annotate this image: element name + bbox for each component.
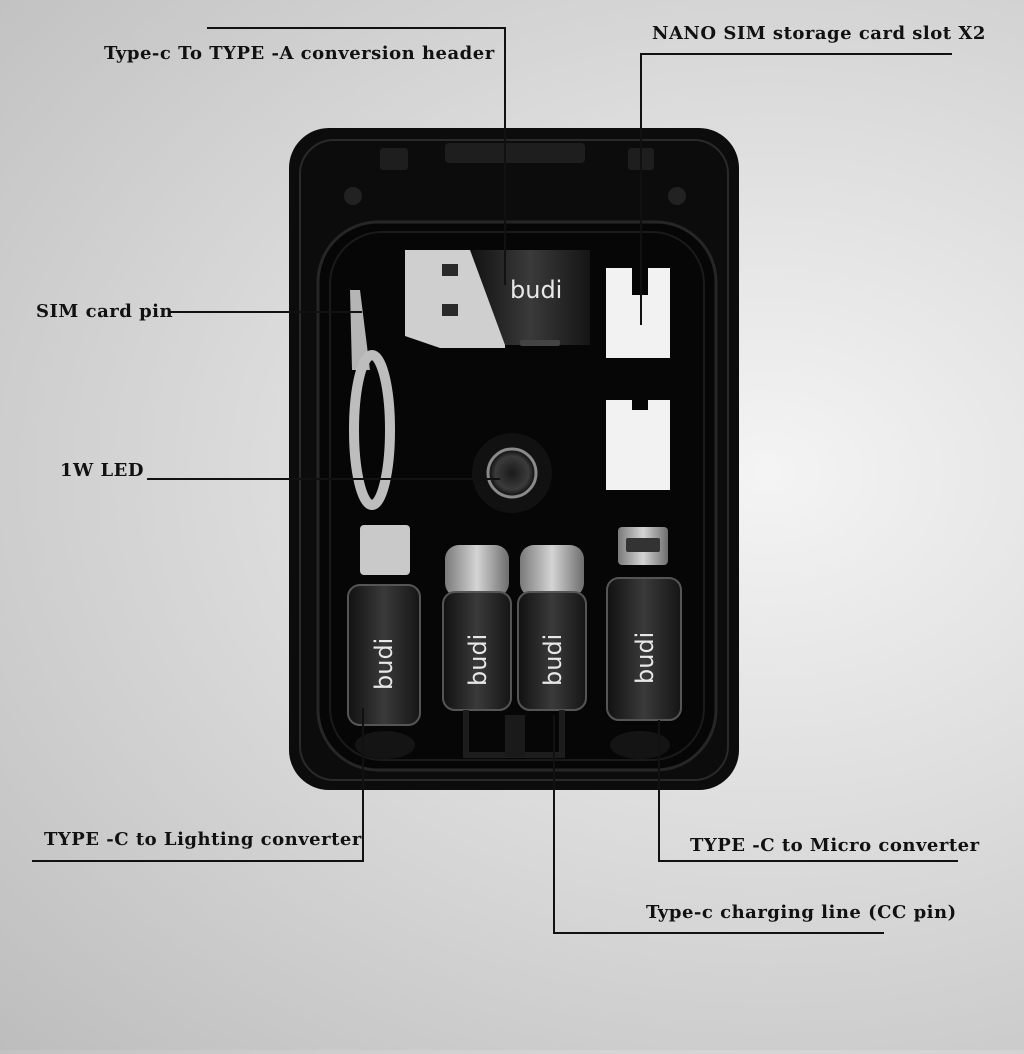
micro-brand-text: budi	[631, 632, 659, 684]
inner-tray-edge	[329, 231, 705, 761]
type-c-1-brand-text: budi	[464, 634, 492, 686]
type-c-tip-1	[445, 545, 509, 597]
callout-micro-converter: TYPE -C to Micro converter	[690, 835, 980, 856]
screw-left	[344, 187, 362, 205]
callout-lightning-converter: TYPE -C to Lighting converter	[44, 829, 362, 850]
usb-a-brand-text: budi	[510, 276, 562, 304]
hinge-center	[445, 143, 585, 163]
usb-a-adapter: budi	[405, 250, 590, 348]
nano-sim-slot-1	[606, 268, 670, 358]
case-rim	[299, 139, 729, 781]
leader-micro	[658, 720, 958, 862]
callout-usb-a-header: Type-c To TYPE -A conversion header	[104, 43, 495, 64]
type-c-adapter-2: budi	[517, 591, 587, 711]
type-c-adapter-1: budi	[442, 591, 512, 711]
leader-sim-slot	[640, 53, 952, 325]
hinge-left	[380, 148, 408, 170]
callout-sim-pin: SIM card pin	[36, 301, 174, 322]
leader-lines	[32, 27, 958, 934]
micro-adapter: budi	[606, 577, 682, 721]
callout-charging-line: Type-c charging line (CC pin)	[646, 902, 957, 923]
leader-lightning	[32, 708, 364, 862]
lightning-brand-text: budi	[370, 638, 398, 690]
type-c-2-brand-text: budi	[539, 634, 567, 686]
callout-sim-slot: NANO SIM storage card slot X2	[652, 23, 986, 44]
type-c-tip-2	[520, 545, 584, 597]
lightning-tip	[360, 525, 410, 575]
leader-charging	[553, 715, 884, 934]
lightning-adapter: budi	[347, 584, 421, 726]
nano-sim-slot-2	[606, 400, 670, 490]
led-light	[472, 433, 552, 513]
screw-right	[668, 187, 686, 205]
leader-usb-a	[207, 27, 506, 285]
sim-pin	[349, 290, 395, 510]
callout-led: 1W LED	[60, 460, 144, 481]
